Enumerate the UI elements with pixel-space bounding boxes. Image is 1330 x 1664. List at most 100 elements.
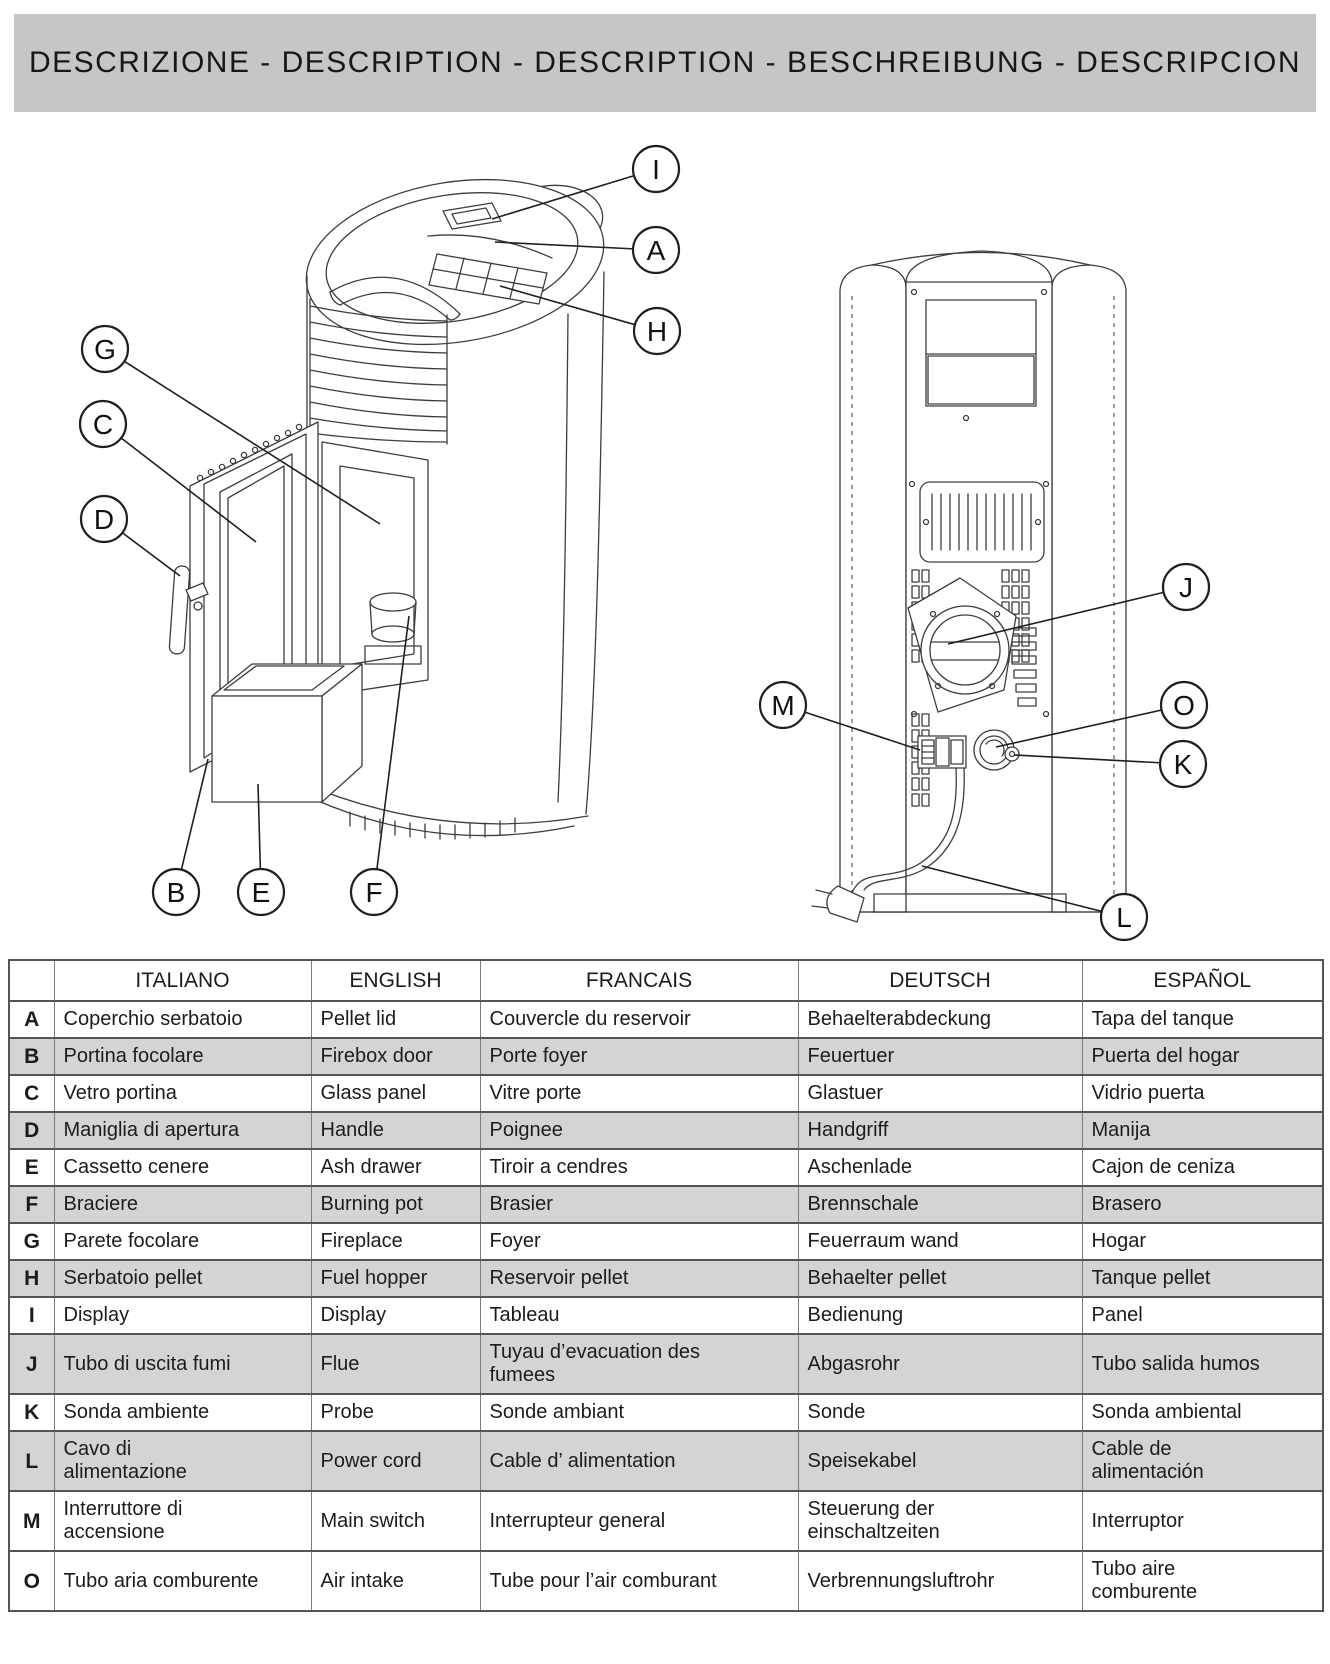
cell-A-español: Tapa del tanque — [1081, 1000, 1324, 1039]
cell-C-francais: Vitre porte — [479, 1074, 799, 1113]
callout-leader-C — [103, 424, 256, 542]
cell-M-deutsch: Steuerung der einschaltzeiten — [797, 1490, 1083, 1552]
cell-D-francais: Poignee — [479, 1111, 799, 1150]
cell-G-español: Hogar — [1081, 1222, 1324, 1261]
row-letter-O: O — [8, 1550, 55, 1612]
callout-circle-C — [80, 401, 126, 447]
callout-circle-E — [238, 869, 284, 915]
cell-F-italiano: Braciere — [53, 1185, 312, 1224]
cell-B-italiano: Portina focolare — [53, 1037, 312, 1076]
callout-circle-M — [760, 682, 806, 728]
cell-K-english: Probe — [310, 1393, 481, 1432]
callout-leader-F — [374, 616, 409, 892]
callout-leader-K — [1014, 755, 1183, 764]
col-header-francais: FRANCAIS — [479, 959, 799, 1002]
row-letter-I: I — [8, 1296, 55, 1335]
cell-K-deutsch: Sonde — [797, 1393, 1083, 1432]
cell-M-italiano: Interruttore di accensione — [53, 1490, 312, 1552]
callout-leader-L — [922, 866, 1124, 917]
callout-label-K: K — [1174, 749, 1193, 780]
cell-H-english: Fuel hopper — [310, 1259, 481, 1298]
cell-O-español: Tubo aire comburente — [1081, 1550, 1324, 1612]
cell-G-italiano: Parete focolare — [53, 1222, 312, 1261]
cell-I-italiano: Display — [53, 1296, 312, 1335]
cell-I-english: Display — [310, 1296, 481, 1335]
callout-circle-G — [82, 326, 128, 372]
cell-F-english: Burning pot — [310, 1185, 481, 1224]
row-letter-C: C — [8, 1074, 55, 1113]
cell-G-english: Fireplace — [310, 1222, 481, 1261]
cell-I-francais: Tableau — [479, 1296, 799, 1335]
cell-J-deutsch: Abgasrohr — [797, 1333, 1083, 1395]
callout-label-I: I — [652, 154, 660, 185]
row-letter-B: B — [8, 1037, 55, 1076]
callout-circle-D — [81, 496, 127, 542]
cell-O-francais: Tube pour l’air comburant — [479, 1550, 799, 1612]
cell-G-deutsch: Feuerraum wand — [797, 1222, 1083, 1261]
col-header-letter — [8, 959, 55, 1002]
callout-leader-O — [996, 705, 1184, 747]
callout-circle-A — [633, 227, 679, 273]
cell-D-español: Manija — [1081, 1111, 1324, 1150]
cell-L-italiano: Cavo di alimentazione — [53, 1430, 312, 1492]
cell-E-italiano: Cassetto cenere — [53, 1148, 312, 1187]
callout-label-J: J — [1179, 572, 1193, 603]
cell-E-english: Ash drawer — [310, 1148, 481, 1187]
cell-F-francais: Brasier — [479, 1185, 799, 1224]
row-letter-K: K — [8, 1393, 55, 1432]
cell-M-francais: Interrupteur general — [479, 1490, 799, 1552]
callout-circle-F — [351, 869, 397, 915]
callout-circle-B — [153, 869, 199, 915]
cell-I-español: Panel — [1081, 1296, 1324, 1335]
cell-M-español: Interruptor — [1081, 1490, 1324, 1552]
cell-O-deutsch: Verbrennungsluftrohr — [797, 1550, 1083, 1612]
cell-L-english: Power cord — [310, 1430, 481, 1492]
cell-H-francais: Reservoir pellet — [479, 1259, 799, 1298]
callout-circle-I — [633, 146, 679, 192]
row-letter-E: E — [8, 1148, 55, 1187]
cell-E-francais: Tiroir a cendres — [479, 1148, 799, 1187]
row-letter-H: H — [8, 1259, 55, 1298]
cell-O-english: Air intake — [310, 1550, 481, 1612]
callout-label-C: C — [93, 409, 113, 440]
callout-leader-G — [105, 349, 380, 524]
cell-H-deutsch: Behaelter pellet — [797, 1259, 1083, 1298]
cell-C-español: Vidrio puerta — [1081, 1074, 1324, 1113]
cell-D-english: Handle — [310, 1111, 481, 1150]
callout-label-H: H — [647, 316, 667, 347]
page-title: DESCRIZIONE - DESCRIPTION - DESCRIPTION … — [28, 46, 1302, 79]
cell-I-deutsch: Bedienung — [797, 1296, 1083, 1335]
callout-label-M: M — [771, 690, 794, 721]
callout-leader-I — [492, 169, 656, 219]
cell-A-deutsch: Behaelterabdeckung — [797, 1000, 1083, 1039]
cell-H-italiano: Serbatoio pellet — [53, 1259, 312, 1298]
callout-label-E: E — [252, 877, 271, 908]
cell-D-italiano: Maniglia di apertura — [53, 1111, 312, 1150]
callout-label-L: L — [1116, 902, 1132, 933]
row-letter-A: A — [8, 1000, 55, 1039]
cell-L-deutsch: Speisekabel — [797, 1430, 1083, 1492]
callout-label-G: G — [94, 334, 116, 365]
col-header-español: ESPAÑOL — [1081, 959, 1324, 1002]
cell-D-deutsch: Handgriff — [797, 1111, 1083, 1150]
cell-C-italiano: Vetro portina — [53, 1074, 312, 1113]
callout-label-F: F — [365, 877, 382, 908]
front-view-drawing — [169, 160, 616, 839]
cell-J-english: Flue — [310, 1333, 481, 1395]
cell-A-english: Pellet lid — [310, 1000, 481, 1039]
callout-circle-H — [634, 308, 680, 354]
